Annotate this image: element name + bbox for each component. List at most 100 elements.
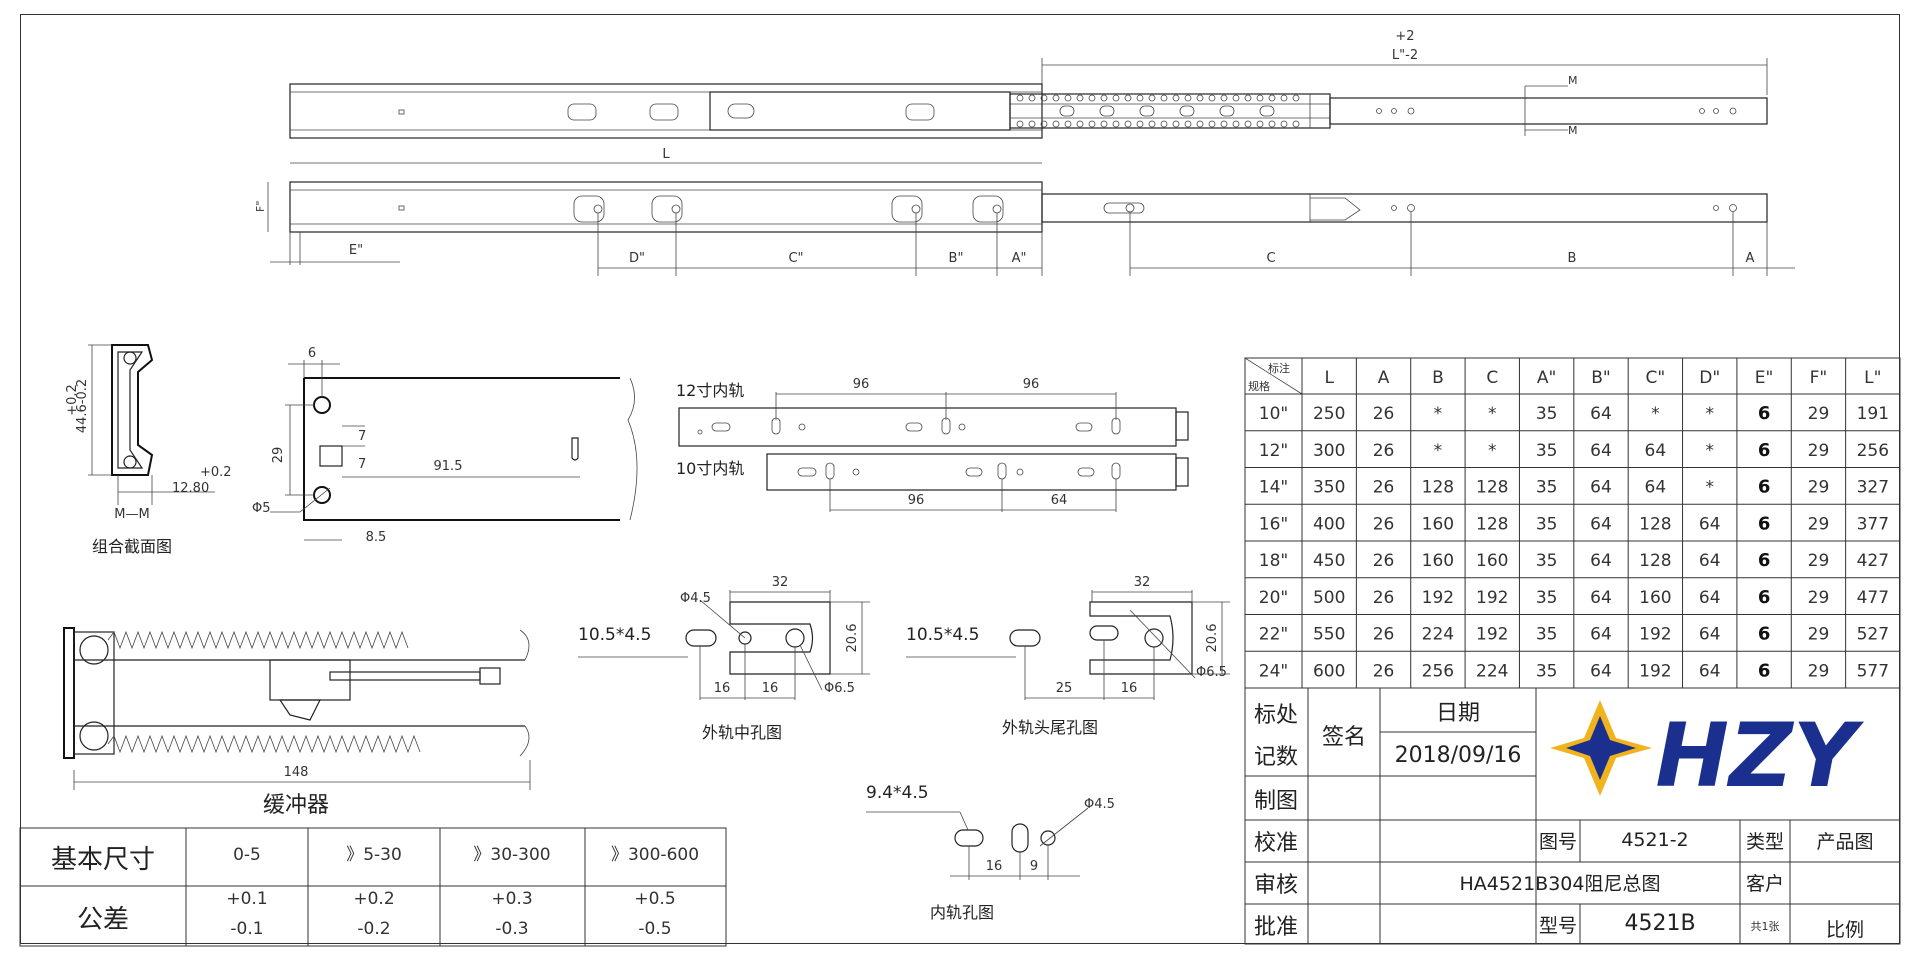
spec-cell: 160 [1639, 588, 1671, 608]
tb-date: 2018/09/16 [1395, 743, 1522, 768]
detail-view: 6 29 7 7 91.5 Φ5 8.5 [252, 346, 638, 545]
spec-cell: * [1434, 404, 1443, 424]
spec-cell: 256 [1422, 661, 1454, 681]
tb-customer-label: 客户 [1746, 873, 1784, 895]
spec-cell: 192 [1639, 625, 1671, 645]
dim-C: C [1266, 251, 1275, 266]
inner-10-d2: 64 [1051, 493, 1068, 508]
dim-A2: A" [1012, 251, 1027, 266]
spec-cell: 6 [1758, 440, 1771, 461]
detail-7a: 7 [358, 429, 366, 444]
detail-phi5: Φ5 [252, 501, 271, 516]
spec-cell: 128 [1639, 551, 1671, 571]
tb-sheets: 共1张 [1751, 920, 1780, 933]
outer-mid-phi65: Φ6.5 [824, 681, 855, 696]
tb-drawing-no-label: 图号 [1539, 831, 1577, 853]
side-view: L F" E" D" C" B" [254, 147, 1795, 276]
tb-date-label: 日期 [1436, 701, 1480, 726]
spec-header: A" [1537, 368, 1556, 388]
spec-row-size: 10" [1259, 404, 1288, 424]
section-mark-bottom: M [1568, 124, 1578, 137]
spec-row-size: 18" [1259, 551, 1288, 571]
spec-corner-top: 标注 [1268, 361, 1290, 375]
tb-count: 记数 [1254, 745, 1298, 770]
inner-rail-12: 12寸内轨 96 96 [676, 377, 1189, 447]
spec-cell: 64 [1590, 478, 1612, 498]
outer-mid-206: 20.6 [845, 624, 860, 653]
tb-mark: 标处 [1254, 703, 1298, 728]
spec-cell: 64 [1590, 661, 1612, 681]
spec-cell: 29 [1808, 661, 1830, 681]
spec-cell: 64 [1590, 441, 1612, 461]
spec-cell: 6 [1758, 660, 1771, 681]
spec-cell: 6 [1758, 550, 1771, 571]
section-width: 12.80 [172, 481, 209, 496]
section-height: 44.6-0.2 [75, 379, 90, 433]
spec-cell: 64 [1699, 551, 1721, 571]
spec-cell: 600 [1313, 661, 1345, 681]
spec-cell: 26 [1373, 588, 1395, 608]
top-view: +2 L"-2 M [289, 29, 1768, 139]
spec-cell: 35 [1536, 588, 1558, 608]
spec-cell: * [1705, 404, 1714, 424]
tb-checked: 校准 [1254, 831, 1298, 856]
outer-mid-phi45: Φ4.5 [680, 591, 711, 606]
detail-29: 29 [271, 447, 286, 464]
logo-star-inner-icon [1566, 716, 1636, 780]
spec-header: F" [1810, 368, 1828, 388]
dim-F: F" [254, 201, 267, 212]
outer-mid-16b: 16 [762, 681, 779, 696]
tol-plus: +0.3 [491, 889, 532, 909]
inner-hole-9: 9 [1030, 859, 1038, 874]
spec-cell: 191 [1857, 404, 1889, 424]
detail-85: 8.5 [366, 530, 387, 545]
tb-sign: 签名 [1322, 725, 1366, 750]
spec-row-size: 14" [1259, 478, 1288, 498]
inner-hole-16: 16 [986, 859, 1003, 874]
tol-range: 0-5 [233, 845, 261, 865]
title-block: 标处 记数 签名 日期 2018/09/16 制图 校准 审核 批准 图号 45… [1244, 687, 1901, 945]
outer-mid-slot: 10.5*4.5 [578, 625, 651, 645]
spec-cell: * [1705, 478, 1714, 498]
spec-cell: 6 [1758, 587, 1771, 608]
spec-header: D" [1699, 368, 1720, 388]
tb-type-label: 类型 [1746, 831, 1784, 853]
company-logo: HZY [1550, 700, 1865, 807]
spec-cell: 300 [1313, 441, 1345, 461]
tol-minus: -0.2 [357, 919, 390, 939]
section-caption: 组合截面图 [92, 537, 172, 556]
spec-header: E" [1755, 368, 1774, 388]
tb-drawing-no: 4521-2 [1621, 829, 1688, 851]
spec-row-size: 20" [1259, 588, 1288, 608]
spec-cell: 477 [1857, 588, 1889, 608]
spec-cell: 192 [1476, 625, 1508, 645]
inner-10-d1: 96 [908, 493, 925, 508]
spec-cell: 192 [1476, 588, 1508, 608]
spec-cell: * [1488, 441, 1497, 461]
tol-range: 》5-30 [346, 845, 402, 865]
spec-cell: 6 [1758, 624, 1771, 645]
spec-cell: 160 [1476, 551, 1508, 571]
spec-cell: 35 [1536, 514, 1558, 534]
spec-cell: 128 [1422, 478, 1454, 498]
dim-D2: D" [629, 251, 645, 266]
outer-end-phi65: Φ6.5 [1196, 665, 1227, 680]
outer-end-holes: 10.5*4.5 32 20.6 25 Φ6.5 16 外轨头尾孔图 [906, 575, 1230, 737]
spec-cell: 350 [1313, 478, 1345, 498]
spec-cell: 35 [1536, 478, 1558, 498]
tol-range: 》30-300 [473, 845, 550, 865]
top-L-dim: L"-2 [1392, 48, 1418, 63]
tol-minus: -0.5 [638, 919, 671, 939]
spec-cell: 500 [1313, 588, 1345, 608]
inner-rail-10-label: 10寸内轨 [676, 459, 744, 478]
spec-cell: 29 [1808, 625, 1830, 645]
spec-cell: 224 [1422, 625, 1454, 645]
detail-6: 6 [308, 346, 316, 361]
spec-cell: 35 [1536, 625, 1558, 645]
spec-cell: 26 [1373, 625, 1395, 645]
inner-12-d2: 96 [1023, 377, 1040, 392]
outer-mid-caption: 外轨中孔图 [702, 723, 782, 742]
dim-A: A [1746, 251, 1755, 266]
